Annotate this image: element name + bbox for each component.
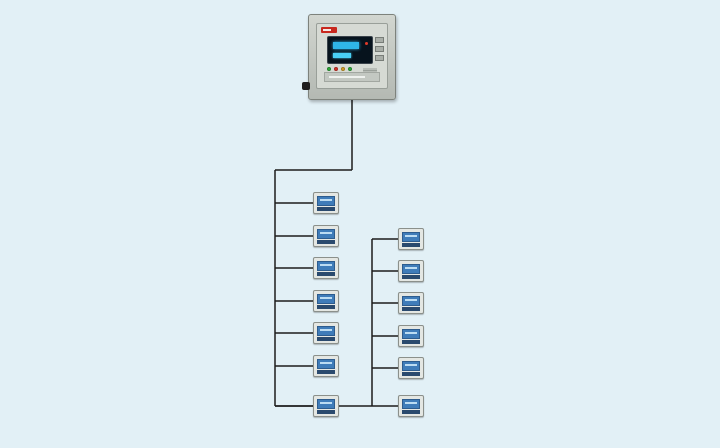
side-button xyxy=(375,46,384,52)
gas-detector-node xyxy=(398,395,424,417)
detector-display xyxy=(402,264,420,274)
detector-band xyxy=(402,340,420,344)
detector-base xyxy=(314,374,338,376)
controller-display xyxy=(327,36,373,64)
status-led xyxy=(334,67,338,71)
detector-display xyxy=(317,359,335,369)
brand-logo xyxy=(321,27,337,33)
detector-band xyxy=(402,372,420,376)
detector-band xyxy=(317,337,335,341)
detector-band xyxy=(317,207,335,211)
detector-display xyxy=(317,229,335,239)
detector-band xyxy=(402,243,420,247)
detector-display xyxy=(402,232,420,242)
gas-detector-node xyxy=(313,225,339,247)
detector-display xyxy=(317,326,335,336)
detector-base xyxy=(399,279,423,281)
gas-detector-node xyxy=(313,257,339,279)
detector-base xyxy=(314,309,338,311)
detector-display xyxy=(317,261,335,271)
detector-display xyxy=(317,399,335,409)
gas-detector-node xyxy=(313,322,339,344)
gas-alarm-controller xyxy=(302,14,396,100)
gas-detector-node xyxy=(313,192,339,214)
display-reading-secondary xyxy=(333,53,351,58)
alarm-indicator-dot xyxy=(365,42,368,45)
side-button xyxy=(375,55,384,61)
detector-base xyxy=(314,276,338,278)
gas-detector-node xyxy=(313,290,339,312)
status-led-row xyxy=(327,67,352,71)
detector-band xyxy=(402,410,420,414)
detector-base xyxy=(399,414,423,416)
detector-display xyxy=(317,294,335,304)
gas-detector-node xyxy=(398,228,424,250)
display-side-buttons xyxy=(375,37,384,61)
gas-detector-node xyxy=(398,260,424,282)
display-reading-primary xyxy=(333,42,359,49)
detector-base xyxy=(314,244,338,246)
model-label-strip xyxy=(324,72,380,82)
detector-band xyxy=(317,272,335,276)
side-valve-knob xyxy=(302,82,310,90)
detector-display xyxy=(402,329,420,339)
detector-band xyxy=(317,410,335,414)
gas-detector-node xyxy=(313,395,339,417)
detector-display xyxy=(402,296,420,306)
gas-detector-node xyxy=(398,357,424,379)
side-button xyxy=(375,37,384,43)
detector-base xyxy=(314,211,338,213)
detector-band xyxy=(402,275,420,279)
detector-display xyxy=(402,361,420,371)
status-led xyxy=(341,67,345,71)
detector-base xyxy=(314,414,338,416)
detector-base xyxy=(314,341,338,343)
controller-front-panel xyxy=(316,23,388,89)
detector-band xyxy=(317,370,335,374)
detector-base xyxy=(399,344,423,346)
detector-base xyxy=(399,311,423,313)
detector-base xyxy=(399,247,423,249)
detector-band xyxy=(317,240,335,244)
status-led xyxy=(348,67,352,71)
status-led xyxy=(327,67,331,71)
detector-band xyxy=(402,307,420,311)
detector-base xyxy=(399,376,423,378)
gas-detector-node xyxy=(398,325,424,347)
gas-detector-node xyxy=(398,292,424,314)
detector-display xyxy=(402,399,420,409)
detector-band xyxy=(317,305,335,309)
gas-detector-node xyxy=(313,355,339,377)
detector-display xyxy=(317,196,335,206)
